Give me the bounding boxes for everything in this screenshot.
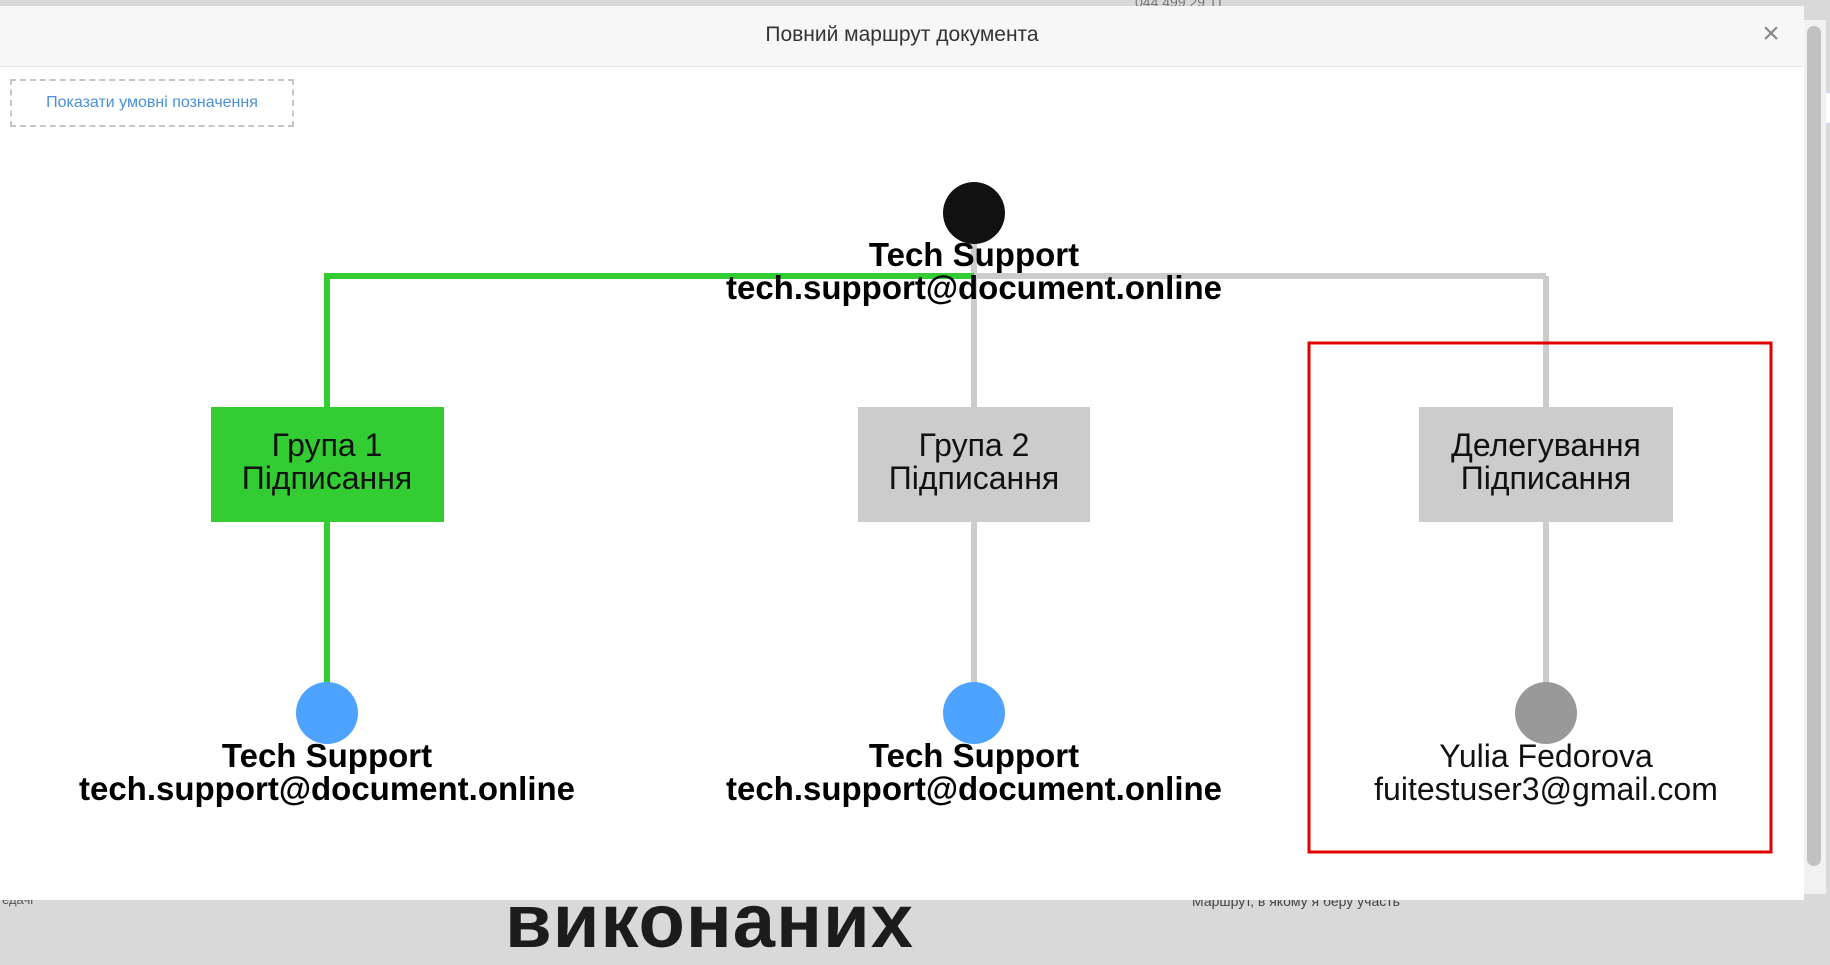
scrollbar-thumb[interactable] [1807, 26, 1821, 866]
route-modal: Повний маршрут документа × Показати умов… [0, 6, 1804, 900]
signer-1-email: tech.support@document.online [79, 770, 575, 807]
modal-scrollbar[interactable] [1804, 20, 1826, 894]
group-3-title: Делегування [1451, 427, 1641, 463]
modal-title: Повний маршрут документа [765, 23, 1039, 46]
signer-3-email: fuitestuser3@gmail.com [1374, 771, 1718, 807]
signer-1-name: Tech Support [222, 737, 432, 774]
root-name: Tech Support [869, 236, 1079, 273]
group-3-action: Підписання [1461, 460, 1631, 496]
group-1-title: Група 1 [272, 427, 383, 463]
close-icon[interactable]: × [1762, 17, 1780, 50]
signer-3-icon[interactable] [1515, 682, 1577, 744]
group-1-action: Підписання [242, 460, 412, 496]
signer-2-name: Tech Support [869, 737, 1079, 774]
group-node-2[interactable]: Група 2 Підписання [858, 407, 1090, 522]
show-legend-button[interactable]: Показати умовні позначення [10, 79, 294, 127]
group-node-1[interactable]: Група 1 Підписання [211, 407, 444, 522]
root-email: tech.support@document.online [726, 269, 1222, 306]
signer-3-name: Yulia Fedorova [1439, 738, 1653, 774]
signer-2-icon[interactable] [943, 682, 1005, 744]
modal-header: Повний маршрут документа × [0, 6, 1804, 67]
signer-2-email: tech.support@document.online [726, 770, 1222, 807]
signer-1-icon[interactable] [296, 682, 358, 744]
group-node-delegation[interactable]: Делегування Підписання [1419, 407, 1673, 522]
group-2-title: Група 2 [919, 427, 1030, 463]
highlight-frame [1307, 341, 1773, 854]
root-node-icon [943, 182, 1005, 244]
route-diagram: Tech Support tech.support@document.onlin… [79, 182, 1773, 854]
background-phone-text: 044 499 29 11 [1135, 0, 1224, 10]
group-2-action: Підписання [889, 460, 1059, 496]
